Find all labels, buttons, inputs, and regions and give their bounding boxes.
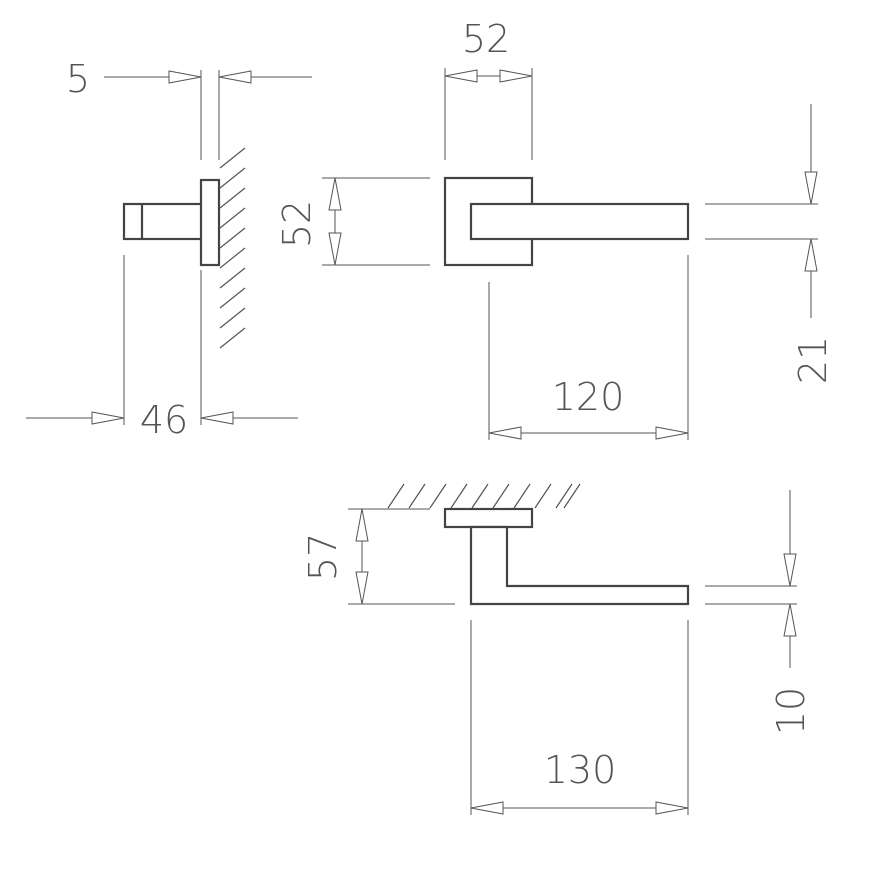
dim-projection-label: 57 [301, 533, 345, 581]
top-view: 57 130 10 [301, 483, 813, 815]
side-wall-hatch [219, 147, 246, 349]
dim-rose-width: 52 [444, 17, 533, 83]
side-view: 5 46 [26, 57, 312, 442]
dim-lever-length-front: 120 [488, 375, 689, 440]
dim-lever-length-top-label: 130 [544, 748, 617, 792]
dim-side-depth-label: 46 [140, 398, 188, 442]
front-view: 52 52 120 21 [275, 17, 835, 440]
dim-lever-thickness-label: 21 [791, 336, 835, 384]
front-lever [469, 202, 690, 241]
dim-rose-height: 52 [275, 177, 342, 266]
side-handle-grip [122, 202, 204, 241]
top-lever [469, 525, 690, 606]
dim-top-gap-label: 5 [66, 57, 90, 101]
top-wall-hatch [387, 483, 581, 509]
dim-rose-width-label: 52 [462, 17, 510, 61]
dim-projection: 57 [301, 508, 369, 605]
dim-lever-thickness: 21 [791, 104, 835, 384]
dim-top-gap: 5 [66, 57, 312, 101]
dim-lever-length-top: 130 [470, 748, 689, 815]
dim-side-depth: 46 [26, 398, 298, 442]
dim-rose-height-label: 52 [275, 200, 319, 248]
dim-lever-height: 10 [769, 490, 813, 735]
top-rose-plate [443, 507, 534, 529]
dim-lever-length-front-label: 120 [552, 375, 625, 419]
side-rose-plate [199, 178, 221, 267]
dim-lever-height-label: 10 [769, 687, 813, 735]
